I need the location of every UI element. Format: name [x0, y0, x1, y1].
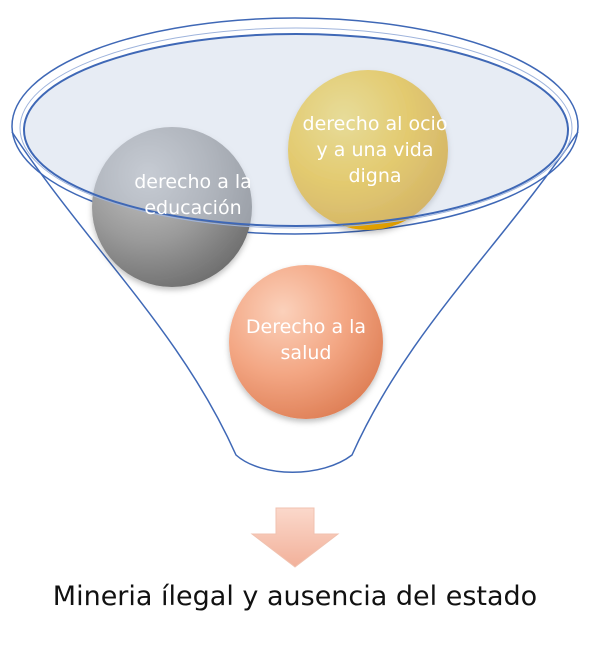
circle-health	[229, 265, 383, 419]
result-caption: Mineria ílegal y ausencia del estado	[52, 581, 538, 612]
funnel-rim-inner	[23, 33, 569, 227]
circle-education	[92, 127, 252, 287]
funnel-rim-highlight	[19, 27, 573, 229]
down-arrow	[250, 507, 340, 568]
circle-leisure	[288, 70, 448, 230]
funnel-rim-outer	[11, 17, 579, 235]
